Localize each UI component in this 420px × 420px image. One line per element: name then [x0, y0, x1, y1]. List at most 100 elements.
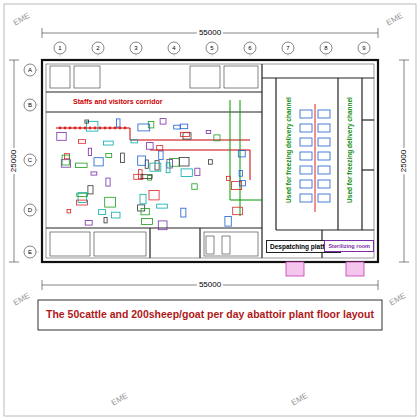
table-symbol [318, 138, 330, 146]
machine-symbol [112, 212, 120, 218]
hook-symbol [89, 127, 92, 130]
machine-symbol [148, 122, 154, 128]
table-symbol [300, 166, 312, 174]
hook-symbol [94, 127, 97, 130]
machine-symbol [76, 163, 88, 167]
machine-symbol [106, 178, 110, 186]
hook-symbol [64, 127, 67, 130]
grid-bubble [24, 246, 36, 258]
machine-symbol [233, 207, 243, 215]
grid-bubble [24, 99, 36, 111]
hook-symbol [119, 127, 122, 130]
grid-number: 2 [96, 45, 99, 52]
grid-bubble [24, 64, 36, 76]
table-symbol [300, 180, 312, 188]
machine-symbol [88, 186, 93, 194]
machine-symbol [170, 159, 180, 167]
machine-symbol [148, 175, 152, 180]
grid-bubble [320, 42, 332, 54]
machine-symbol [138, 156, 146, 165]
table-symbol [300, 152, 312, 160]
dimension: 55000 [197, 281, 223, 290]
grid-bubble [206, 42, 218, 54]
grid-letter: A [28, 67, 32, 74]
machine-symbol [181, 169, 192, 177]
dimension: 25000 [10, 148, 19, 174]
room-name: Staffs and visitors corridor [73, 98, 162, 105]
room-box: Sterilizing room [324, 240, 374, 252]
table-symbol [318, 180, 330, 188]
grid-bubble [358, 42, 370, 54]
grid-letter: C [28, 157, 32, 164]
grid-number: 3 [134, 45, 137, 52]
machine-symbol [57, 132, 66, 140]
table-symbol [318, 124, 330, 132]
machine-symbol [106, 153, 112, 157]
machine-symbol [206, 131, 211, 134]
hook-symbol [74, 127, 77, 130]
hook-symbol [99, 127, 102, 130]
table-symbol [300, 194, 312, 202]
machine-symbol [239, 171, 242, 177]
machine-symbol [150, 163, 161, 171]
machine-symbol [105, 197, 116, 207]
hook-symbol [84, 127, 87, 130]
machine-symbol [179, 158, 189, 167]
channel-note: Used for freezing delivery channel [346, 95, 353, 205]
grid-letter: D [28, 207, 32, 214]
table-symbol [300, 124, 312, 132]
machine-symbol [180, 124, 188, 129]
machine-symbol [226, 176, 230, 180]
grid-number: 5 [210, 45, 213, 52]
grid-letter: B [28, 102, 32, 109]
machine-symbol [99, 210, 106, 215]
room-name: Sterilizing room [328, 243, 370, 249]
machine-symbol [91, 172, 97, 175]
machine-symbol [88, 148, 91, 155]
machine-symbol [85, 221, 92, 226]
table-symbol [318, 152, 330, 160]
machine-symbol [155, 161, 159, 170]
machine-symbol [214, 135, 220, 141]
table-symbol [300, 110, 312, 118]
machine-symbol [104, 217, 107, 223]
machine-symbol [65, 154, 70, 159]
grid-number: 8 [324, 45, 327, 52]
machine-symbol [209, 160, 213, 165]
machine-symbol [141, 175, 152, 179]
machine-symbol [159, 151, 163, 159]
grid-bubble [24, 154, 36, 166]
caption: The 50cattle and 200sheep/goat per day a… [46, 309, 374, 321]
machine-symbol [149, 191, 159, 200]
machine-symbol [78, 193, 86, 203]
grid-number: 7 [286, 45, 289, 52]
grid-number: 9 [362, 45, 365, 52]
grid-bubble [168, 42, 180, 54]
conveyor-line [315, 104, 316, 212]
machine-symbol [67, 209, 71, 213]
machine-symbol [158, 221, 167, 230]
machine-symbol [104, 141, 114, 145]
machine-symbol [94, 158, 103, 166]
hook-symbol [124, 127, 127, 130]
table-symbol [318, 194, 330, 202]
grid-bubble [24, 204, 36, 216]
hook-symbol [114, 127, 117, 130]
hook-symbol [59, 127, 62, 130]
channel-note: Used for freezing delivery channel [285, 95, 292, 205]
dimension: 55000 [197, 29, 223, 38]
machine-symbol [141, 219, 152, 225]
grid-bubble [244, 42, 256, 54]
machine-symbol [181, 132, 190, 136]
machine-symbol [121, 153, 125, 163]
machine-symbol [141, 209, 149, 215]
grid-bubble [130, 42, 142, 54]
table-symbol [318, 166, 330, 174]
grid-number: 4 [172, 45, 175, 52]
machine-symbol [160, 119, 166, 125]
machine-symbol [157, 146, 163, 151]
machine-symbol [238, 150, 245, 157]
machine-symbol [62, 155, 69, 165]
table-symbol [300, 138, 312, 146]
